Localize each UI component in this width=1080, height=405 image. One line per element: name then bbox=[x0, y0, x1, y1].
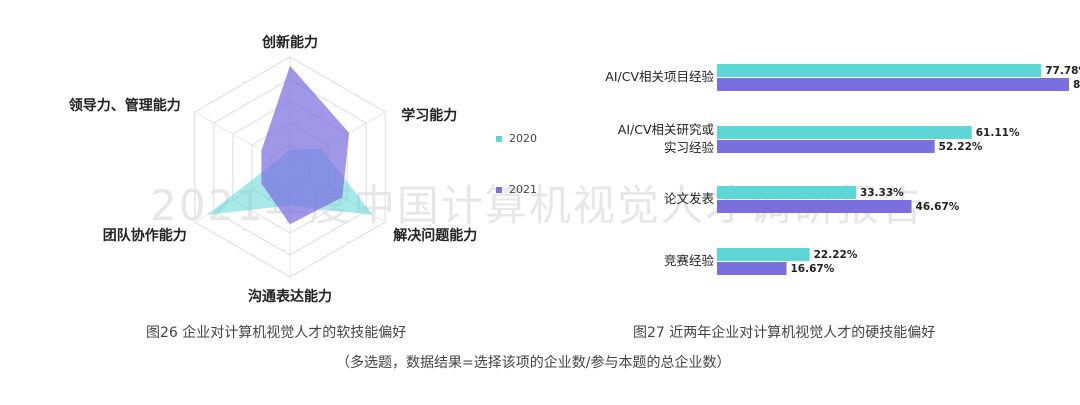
bar-2021 bbox=[717, 200, 912, 213]
bar-category-label: 实习经验 bbox=[664, 140, 715, 155]
bar-value-label: 22.22% bbox=[814, 249, 858, 261]
radar-axis-label: 学习能力 bbox=[401, 107, 457, 124]
radar-axis-label: 解决问题能力 bbox=[393, 227, 477, 244]
radar-axis-label: 沟通表达能力 bbox=[248, 288, 332, 305]
bar-category-label: 竞赛经验 bbox=[664, 253, 715, 268]
legend-label-2020: 2020 bbox=[509, 132, 537, 145]
legend-swatch-2021 bbox=[496, 187, 502, 193]
legend-label-2021: 2021 bbox=[509, 183, 537, 196]
bar-2020 bbox=[717, 186, 856, 199]
bar-value-label: 33.33% bbox=[860, 187, 904, 199]
radar-axis-label: 创新能力 bbox=[261, 34, 318, 51]
bar-value-label: 46.67% bbox=[916, 201, 960, 213]
radar-series-2021 bbox=[261, 65, 350, 225]
bar-2021 bbox=[717, 78, 1069, 91]
bar-2020 bbox=[717, 126, 972, 139]
radar-caption: 图26 企业对计算机视觉人才的软技能偏好 bbox=[146, 325, 407, 341]
bar-caption: 图27 近两年企业对计算机视觉人才的硬技能偏好 bbox=[633, 325, 936, 341]
bar-category-label: 论文发表 bbox=[664, 191, 715, 206]
bar-category-label: AI/CV相关项目经验 bbox=[605, 69, 714, 84]
bar-value-label: 52.22% bbox=[939, 141, 983, 153]
bar-value-label: 16.67% bbox=[790, 263, 834, 275]
radar-axis-label: 团队协作能力 bbox=[103, 227, 187, 244]
bar-2020 bbox=[717, 248, 810, 261]
bar-category-label: AI/CV相关研究或 bbox=[618, 122, 715, 137]
bar-value-label: 84.44% bbox=[1073, 79, 1080, 91]
footnote: （多选题，数据结果=选择该项的企业数/参与本题的总企业数） bbox=[336, 355, 731, 371]
bar-2021 bbox=[717, 262, 787, 275]
bar-value-label: 77.78% bbox=[1045, 65, 1080, 77]
bar-value-label: 61.11% bbox=[976, 127, 1020, 139]
bar-2020 bbox=[717, 64, 1042, 77]
legend-swatch-2020 bbox=[496, 136, 502, 142]
radar-axis-label: 领导力、管理能力 bbox=[69, 97, 181, 114]
bar-2021 bbox=[717, 140, 935, 153]
